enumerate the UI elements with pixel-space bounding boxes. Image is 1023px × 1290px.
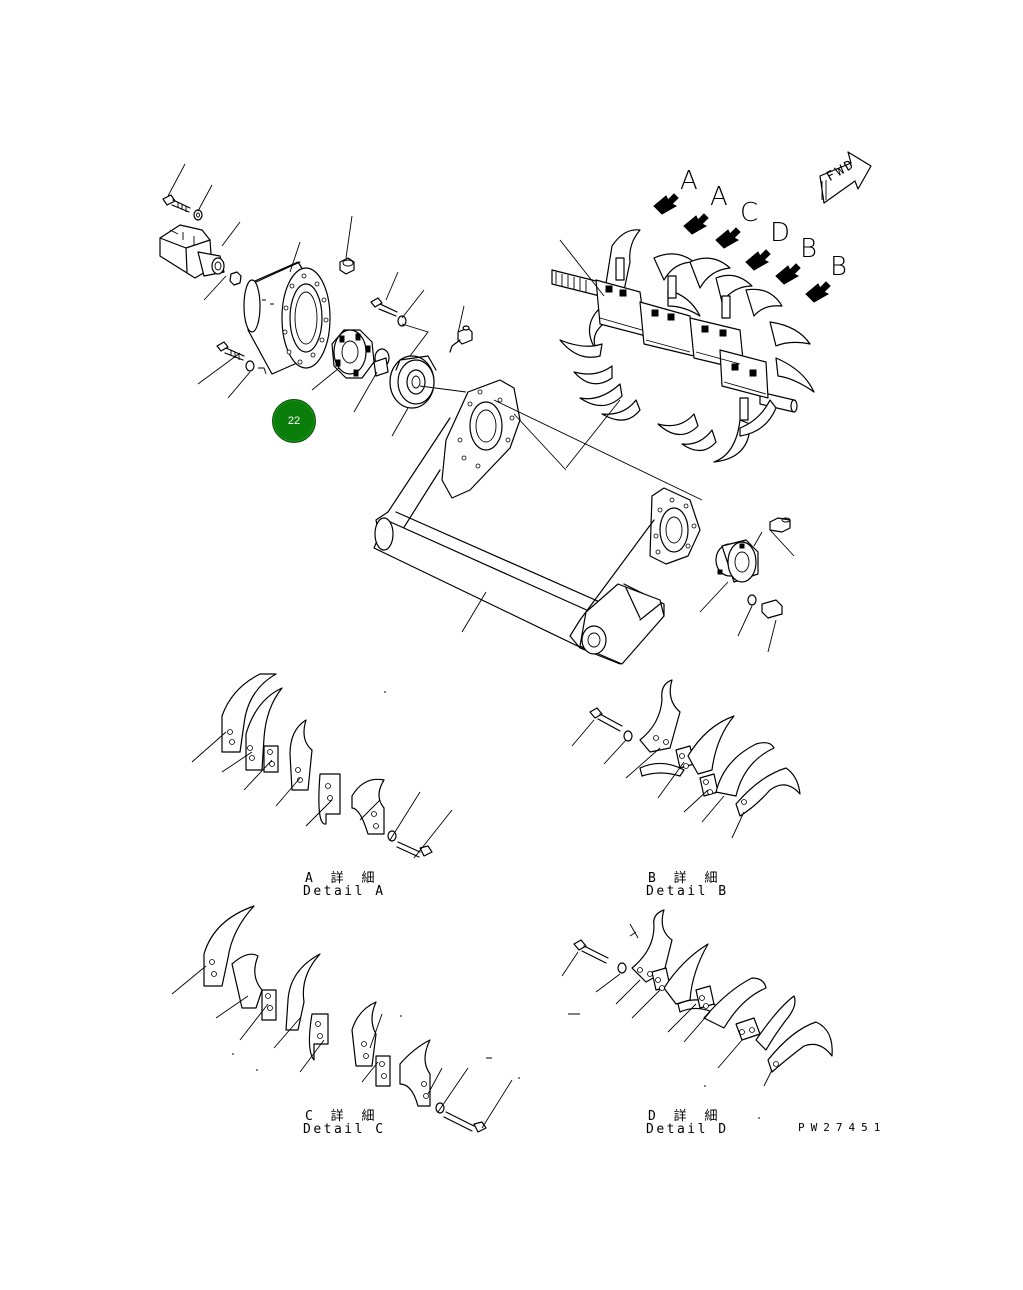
fwd-arrow-icon xyxy=(819,151,872,204)
detail-c-drawing xyxy=(171,905,513,1133)
detail-d-title: Detail D xyxy=(646,1122,729,1137)
view-letter-c: C xyxy=(740,198,759,228)
detail-b-drawing xyxy=(571,679,801,839)
detail-d-drawing xyxy=(232,691,833,1119)
callout-22[interactable]: 22 xyxy=(272,399,316,443)
drive-assembly xyxy=(159,163,473,437)
view-letter-a1: A xyxy=(680,166,698,196)
detail-c-title-jp: C 詳 細 xyxy=(305,1109,380,1124)
detail-a-title: Detail A xyxy=(303,884,386,899)
main-frame xyxy=(373,379,703,665)
view-letter-a2: A xyxy=(710,182,728,212)
detail-b-title: Detail B xyxy=(646,884,729,899)
detail-a-title-jp: A 詳 細 xyxy=(305,871,380,886)
end-cap xyxy=(699,517,795,653)
detail-a-drawing xyxy=(191,673,453,859)
detail-c-title: Detail C xyxy=(303,1122,386,1137)
detail-d-title-jp: D 詳 細 xyxy=(648,1109,723,1124)
view-arrows xyxy=(653,193,831,303)
rotor-assembly xyxy=(551,229,815,469)
drawing-code: PW27451 xyxy=(798,1121,887,1134)
view-letter-d: D xyxy=(770,218,791,248)
view-letter-b1: B xyxy=(800,234,818,264)
view-letter-b2: B xyxy=(830,252,848,282)
detail-b-title-jp: B 詳 細 xyxy=(648,871,723,886)
